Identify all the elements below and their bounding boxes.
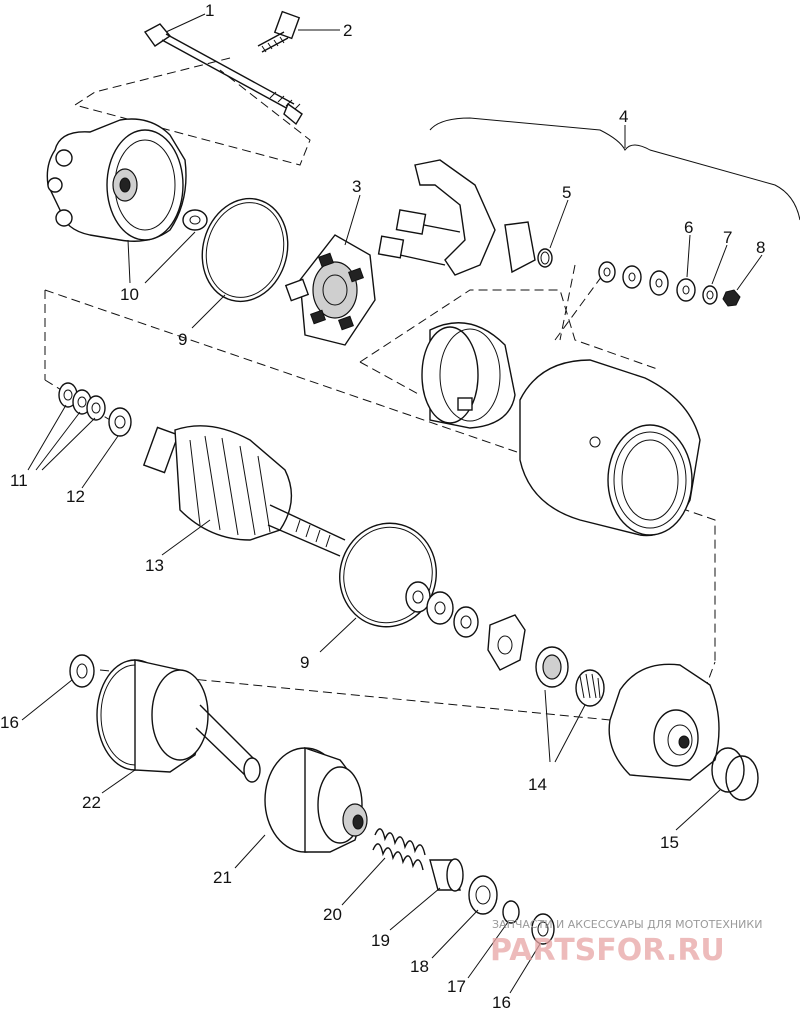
callout-17: 17 <box>447 977 466 996</box>
part-10-end-cover <box>46 118 208 242</box>
part-12-washer <box>108 407 132 437</box>
callout-6: 6 <box>684 218 693 237</box>
watermark: ЗАПЧАСТИ И АКСЕССУАРЫ ДЛЯ МОТОТЕХНИКИ PA… <box>490 918 762 968</box>
callout-8: 8 <box>756 238 765 257</box>
part-1-through-bolt <box>143 23 303 126</box>
part-14-bearings <box>535 646 605 707</box>
part-13-armature <box>142 425 346 557</box>
part-17-circlip <box>502 900 520 924</box>
brush-holder-ring <box>421 322 516 429</box>
callout-21: 21 <box>213 868 232 887</box>
callout-16-upper: 16 <box>0 713 19 732</box>
watermark-logo: PARTSFOR.RU <box>490 933 725 968</box>
front-housing <box>608 663 720 781</box>
callout-12: 12 <box>66 487 85 506</box>
part-18-stopper <box>468 875 498 915</box>
callout-19: 19 <box>371 931 390 950</box>
part-3-brush-holder-plate <box>284 234 376 346</box>
callout-2: 2 <box>343 21 352 40</box>
callout-7: 7 <box>723 228 732 247</box>
callout-13: 13 <box>145 556 164 575</box>
callout-16-lower: 16 <box>492 993 511 1010</box>
callout-5: 5 <box>562 183 571 202</box>
callout-14: 14 <box>528 775 547 794</box>
leader-lines <box>21 13 800 994</box>
part-22-clutch-gear-shaft <box>96 659 261 783</box>
callout-18: 18 <box>410 957 429 976</box>
callout-11: 11 <box>10 471 28 490</box>
callout-3: 3 <box>352 177 361 196</box>
callout-1: 1 <box>205 1 214 20</box>
callout-4: 4 <box>619 107 628 126</box>
part-15-o-rings <box>711 747 759 801</box>
part-21-pinion-clutch <box>264 747 368 853</box>
callout-15: 15 <box>660 833 679 852</box>
callout-10: 10 <box>120 285 139 304</box>
part-2-bolt <box>257 10 301 53</box>
part-20-spring <box>372 828 426 871</box>
part-16-washer-lower <box>531 913 555 945</box>
part-4-brush-set <box>377 159 536 276</box>
part-9-o-ring-mid <box>339 522 437 628</box>
part-11-washers <box>58 382 106 421</box>
part-5-o-ring <box>537 248 553 268</box>
parts-6-8-washers-nut <box>598 261 741 307</box>
callout-9-mid: 9 <box>300 653 309 672</box>
callout-numbers: 1 2 3 4 5 6 7 8 9 10 11 12 13 9 14 15 16… <box>0 1 765 1010</box>
yoke-housing <box>519 359 701 537</box>
part-9-o-ring-top <box>201 197 289 303</box>
part-16-washer-upper <box>69 654 95 688</box>
part-19-collar <box>429 858 464 892</box>
mid-washers <box>405 581 526 671</box>
callout-9-top: 9 <box>178 330 187 349</box>
callout-22: 22 <box>82 793 101 812</box>
watermark-caption: ЗАПЧАСТИ И АКСЕССУАРЫ ДЛЯ МОТОТЕХНИКИ <box>492 918 762 931</box>
callout-20: 20 <box>323 905 342 924</box>
